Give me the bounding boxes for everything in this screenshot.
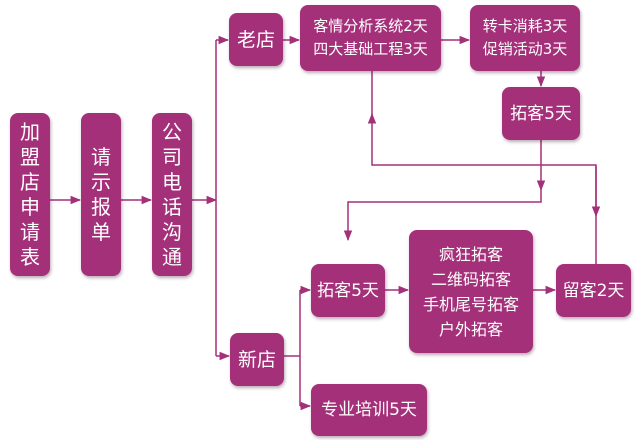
node-professional-training: 专业培训5天 — [311, 384, 427, 436]
node-new-store: 新店 — [230, 333, 284, 386]
node-company-call: 公司电话沟通 — [152, 113, 192, 276]
node-new-prospecting: 拓客5天 — [311, 264, 385, 317]
node-old-store-text: 老店 — [229, 29, 283, 51]
node-apply-form-text: 加盟店申请表 — [10, 120, 50, 270]
node-analysis-system-text: 客情分析系统2天四大基础工程3天 — [300, 15, 441, 61]
node-card-promotion-text: 转卡消耗3天促销活动3天 — [470, 15, 580, 61]
node-apply-form: 加盟店申请表 — [10, 113, 50, 276]
node-text-line: 新店 — [237, 348, 276, 371]
node-text-line: 疯狂拓客 — [438, 244, 503, 264]
node-new-store-text: 新店 — [230, 349, 284, 371]
node-text-line: 加盟店申请表 — [20, 119, 40, 269]
node-new-prospecting-text: 拓客5天 — [311, 280, 385, 302]
node-text-line: 拓客5天 — [510, 103, 572, 124]
node-old-prospecting: 拓客5天 — [502, 87, 580, 140]
node-text-line: 公司电话沟通 — [162, 119, 182, 269]
node-text-line: 留客2天 — [562, 280, 625, 301]
node-text-line: 转卡消耗3天 — [482, 17, 568, 35]
node-text-line: 专业培训5天 — [321, 400, 417, 420]
node-text-line: 二维码拓客 — [430, 269, 511, 289]
node-text-line: 手机尾号拓客 — [422, 294, 519, 314]
node-text-line: 请示报单 — [91, 144, 111, 244]
node-professional-training-text: 专业培训5天 — [311, 399, 427, 421]
node-submit-report: 请示报单 — [81, 113, 121, 276]
node-card-promotion: 转卡消耗3天促销活动3天 — [470, 5, 580, 71]
arrow-to-new-prospecting — [343, 190, 542, 242]
node-text-line: 老店 — [236, 28, 275, 51]
node-company-call-text: 公司电话沟通 — [152, 120, 192, 270]
node-text-line: 拓客5天 — [317, 280, 379, 301]
node-prospecting-methods: 疯狂拓客二维码拓客手机尾号拓客户外拓客 — [409, 230, 533, 353]
node-customer-retention: 留客2天 — [556, 264, 631, 317]
node-analysis-system: 客情分析系统2天四大基础工程3天 — [300, 5, 441, 71]
node-prospecting-methods-text: 疯狂拓客二维码拓客手机尾号拓客户外拓客 — [409, 242, 533, 342]
node-old-prospecting-text: 拓客5天 — [502, 103, 580, 125]
node-text-line: 户外拓客 — [438, 319, 503, 339]
node-text-line: 四大基础工程3天 — [313, 40, 428, 58]
node-submit-report-text: 请示报单 — [81, 145, 121, 245]
node-old-store: 老店 — [229, 13, 283, 66]
node-text-line: 客情分析系统2天 — [313, 17, 428, 35]
node-customer-retention-text: 留客2天 — [556, 280, 631, 302]
node-text-line: 促销活动3天 — [482, 40, 568, 58]
